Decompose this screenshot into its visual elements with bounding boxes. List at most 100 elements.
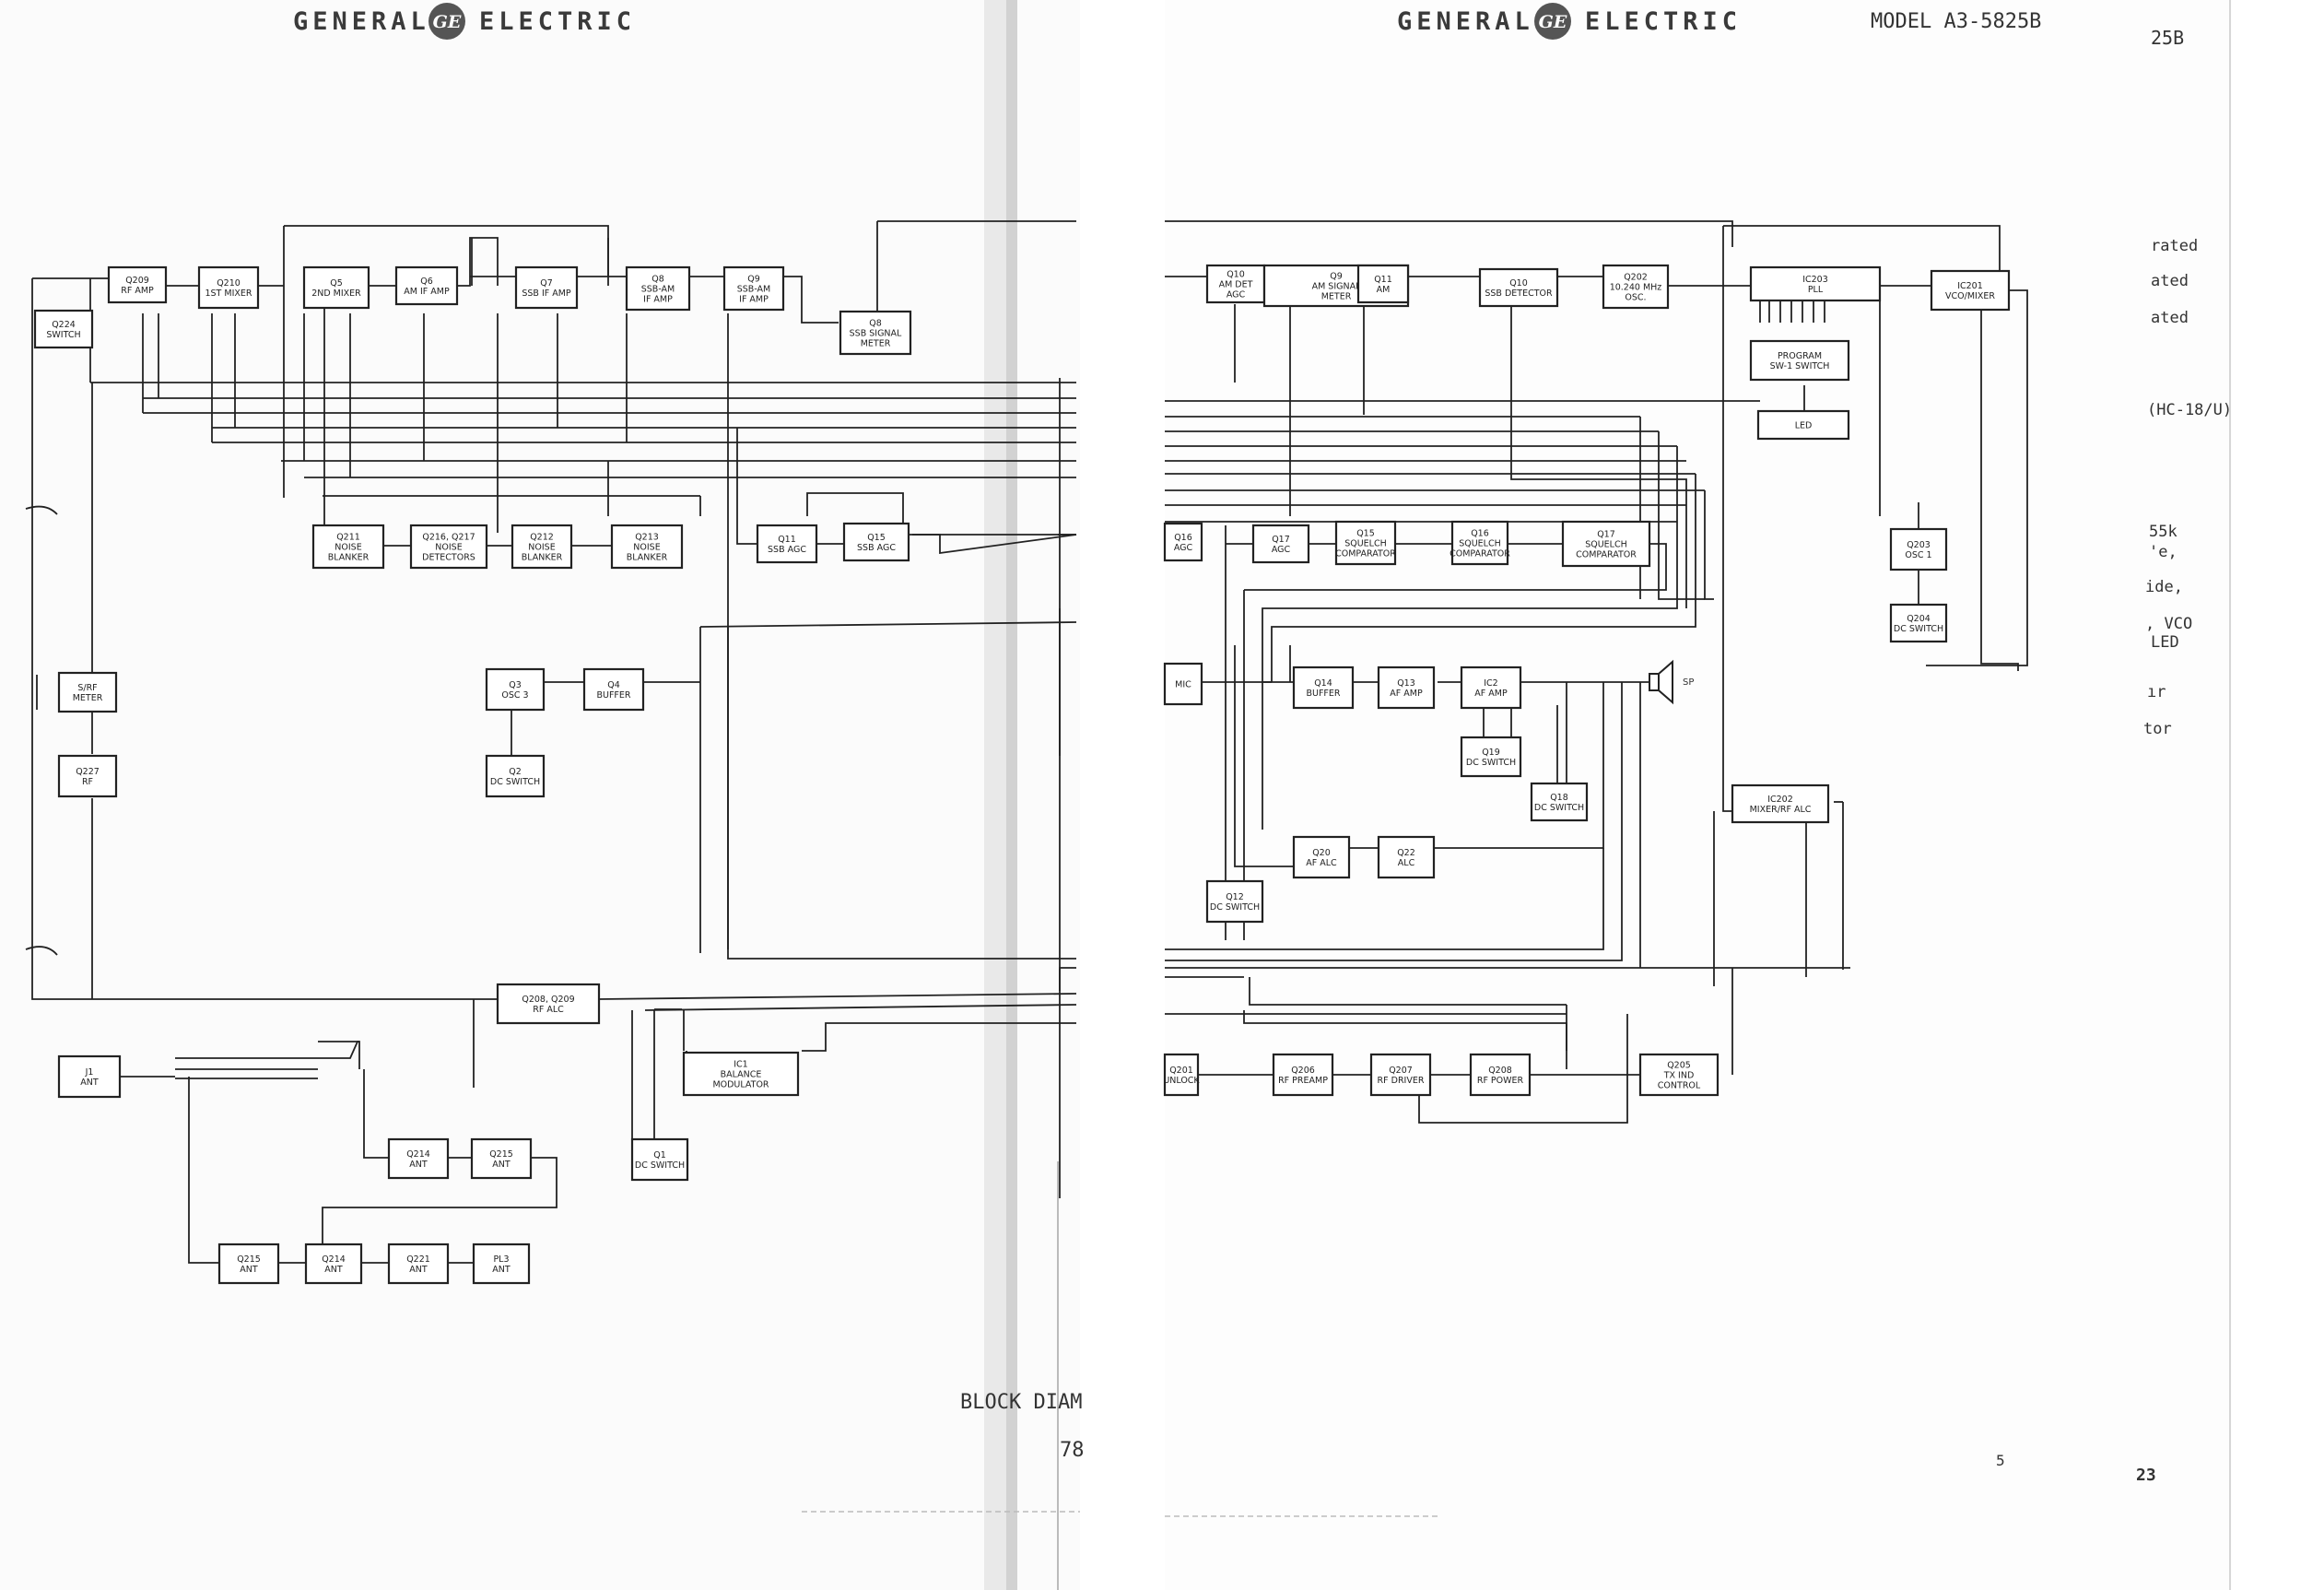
margin-fragment: ated xyxy=(2151,309,2189,327)
block-label: RF ALC xyxy=(533,1005,564,1015)
block-frame xyxy=(1561,520,1651,568)
block-label: Q227 xyxy=(76,767,100,777)
block-label: ALC xyxy=(1398,858,1415,868)
block-label: BLANKER xyxy=(627,553,668,563)
block-label: METER xyxy=(1321,292,1352,302)
speaker-label: SP xyxy=(1683,677,1694,688)
block-frame xyxy=(217,1243,280,1285)
block-label: SSB-AM xyxy=(737,285,771,295)
block-label: NOISE xyxy=(633,543,660,553)
block-frame xyxy=(630,1137,689,1182)
block-label: BALANCE xyxy=(721,1070,762,1080)
block-label: Q203 xyxy=(1907,540,1931,550)
caption-number: 78 xyxy=(1060,1439,1085,1462)
block-label: DC SWITCH xyxy=(635,1160,685,1171)
punch-hole-top xyxy=(25,505,58,515)
block-label: PLL xyxy=(1808,285,1824,295)
block-label: IF AMP xyxy=(643,295,673,305)
block-label: PL3 xyxy=(493,1254,509,1265)
block-label: PROGRAM xyxy=(1778,351,1822,361)
brand-left-text-right-page: GENERAL xyxy=(1397,7,1534,36)
block-label: AM xyxy=(1377,285,1391,295)
block-label: Q9 xyxy=(747,275,760,285)
block-label: DC SWITCH xyxy=(1466,758,1516,768)
ge-logo-text: GE xyxy=(433,12,462,32)
block-label: IC202 xyxy=(1767,795,1793,805)
block-label: SSB-AM xyxy=(641,285,675,295)
footer: BLOCK DIAM 78 5 23 xyxy=(960,1391,2156,1485)
brand-left-text: GENERAL xyxy=(293,7,430,36)
block-label: Q221 xyxy=(406,1254,430,1265)
block-label: ANT xyxy=(492,1160,511,1170)
ge-logo-right-page xyxy=(1534,3,1571,40)
block-label: AM IF AMP xyxy=(404,287,450,297)
block-label: SQUELCH xyxy=(1585,540,1627,550)
block-frame xyxy=(304,1243,363,1285)
block-label: Q212 xyxy=(530,533,554,543)
block-label: UNLOCK xyxy=(1163,1076,1200,1086)
block-frame xyxy=(1377,835,1436,879)
block-frame xyxy=(1272,1053,1334,1097)
block-frame xyxy=(514,265,579,310)
block-frame xyxy=(485,754,546,798)
block-label: Q207 xyxy=(1389,1066,1413,1076)
block-frame xyxy=(1731,783,1830,824)
margin-fragment: (HC-18/U) xyxy=(2147,401,2232,419)
block-frame xyxy=(472,1243,531,1285)
block-label: Q210 xyxy=(217,278,241,289)
punch-hole-bottom xyxy=(25,946,58,956)
block-frame xyxy=(839,310,912,356)
block-label: METER xyxy=(861,339,891,349)
speaker-icon: SP xyxy=(1649,659,1694,705)
block-label: AGC xyxy=(1227,290,1246,300)
block-label: AM DET xyxy=(1219,280,1253,290)
block-label: DC SWITCH xyxy=(1210,902,1260,913)
block-frame xyxy=(387,1243,450,1285)
block-label: SSB SIGNAL xyxy=(850,329,902,339)
block-frame xyxy=(1889,527,1948,571)
margin-fragment: ır xyxy=(2147,683,2166,701)
block-label: BLANKER xyxy=(328,553,370,563)
block-label: Q224 xyxy=(52,320,76,330)
block-frame xyxy=(496,983,601,1025)
block-label: 10.240 MHz xyxy=(1610,283,1662,293)
block-frame xyxy=(1369,1053,1432,1097)
block-label: Q208, Q209 xyxy=(522,995,574,1005)
block-label: ANT xyxy=(409,1265,428,1275)
block-label: ANT xyxy=(324,1265,343,1275)
margin-fragment: LED xyxy=(2151,633,2179,652)
block-label: Q208 xyxy=(1488,1066,1512,1076)
block-label: Q215 xyxy=(489,1149,513,1160)
block-label: ANT xyxy=(409,1160,428,1170)
ge-logo-text-right-page: GE xyxy=(1539,12,1567,32)
block-frame xyxy=(1163,1053,1200,1097)
block-label: IC201 xyxy=(1957,281,1983,291)
block-label: METER xyxy=(73,693,103,703)
block-frame xyxy=(1450,520,1509,566)
block-label: Q8 xyxy=(869,319,882,329)
